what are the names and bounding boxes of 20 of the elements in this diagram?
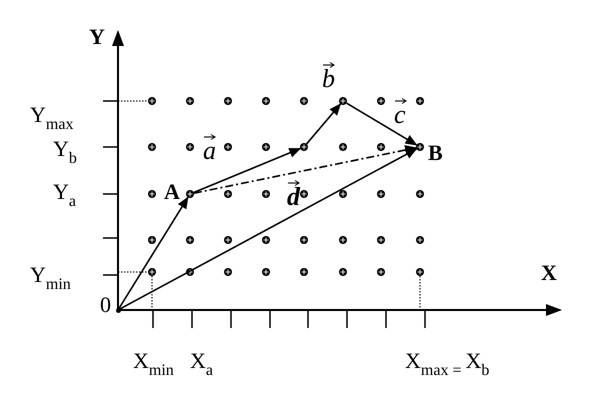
grid-point bbox=[339, 97, 347, 105]
grid-point bbox=[186, 190, 194, 198]
edge-label: d bbox=[287, 184, 300, 210]
grid-point bbox=[416, 143, 424, 151]
vector-arrow bbox=[117, 196, 189, 310]
grid-point bbox=[300, 143, 308, 151]
point-label: B bbox=[428, 142, 443, 164]
edge-label: b bbox=[322, 66, 335, 92]
vector-arrow bbox=[306, 103, 342, 144]
origin-point bbox=[116, 308, 120, 312]
point-label: A bbox=[164, 181, 180, 203]
edge-label: a bbox=[203, 138, 216, 164]
vector-arrow bbox=[346, 102, 418, 146]
edge-label: c bbox=[394, 102, 406, 128]
axis-label: Y bbox=[89, 26, 105, 48]
point-label: 0 bbox=[100, 294, 111, 316]
axis-label: X bbox=[541, 262, 557, 284]
vector-arrow bbox=[193, 148, 302, 194]
vector-arrow bbox=[118, 148, 418, 311]
vector-arrow bbox=[194, 145, 418, 194]
